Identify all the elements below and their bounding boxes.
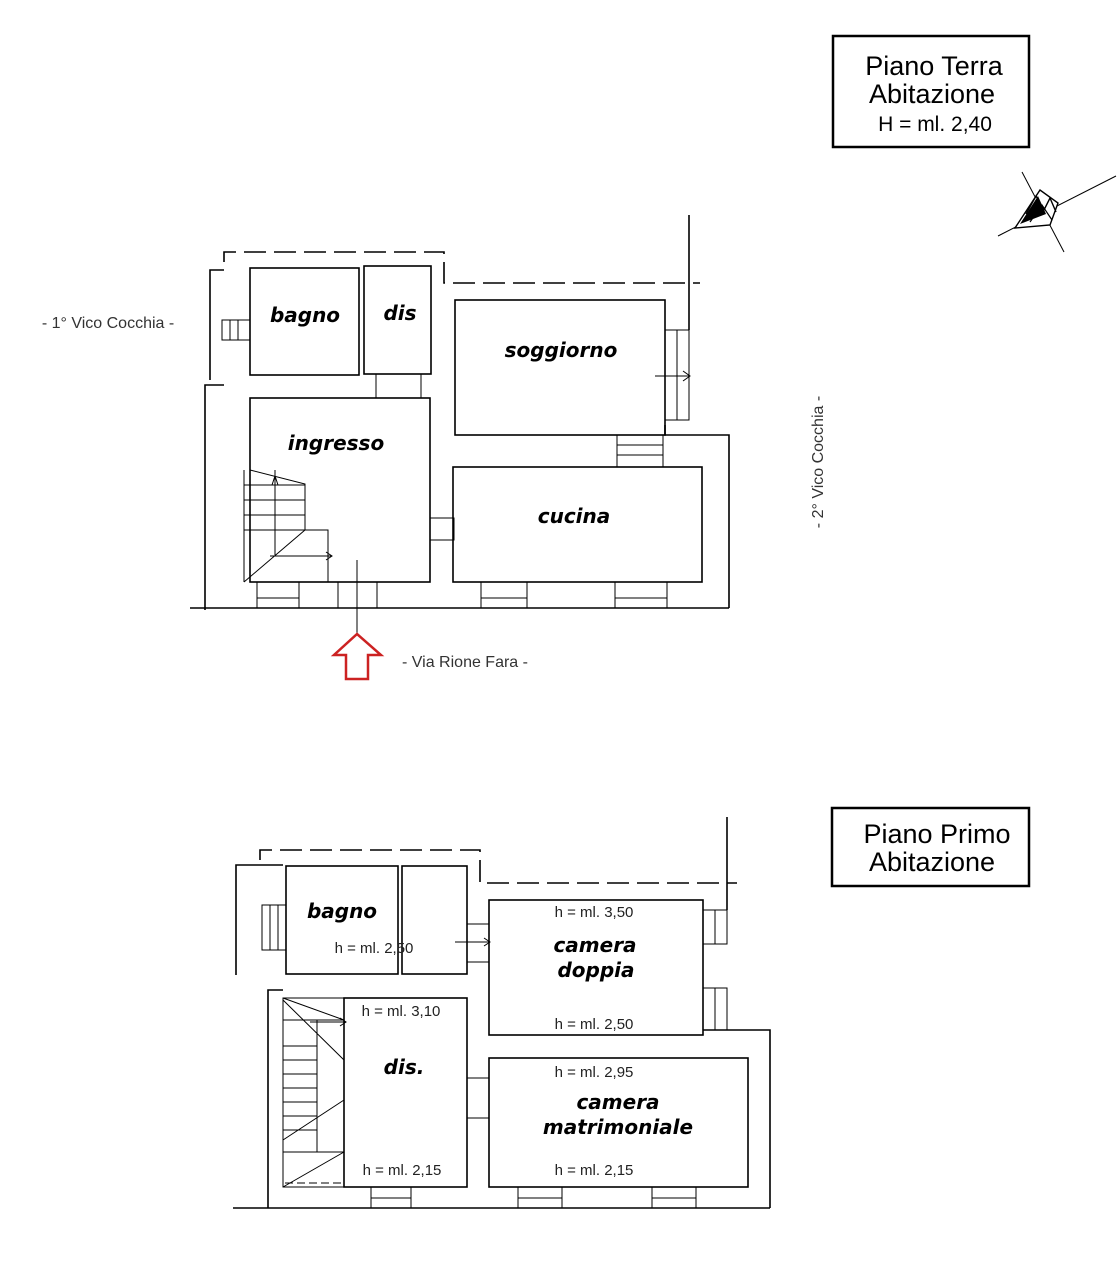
- street-label-via-rione-fara: - Via Rione Fara -: [402, 654, 528, 671]
- room-label-camera-matrimoniale-line1: camera: [576, 1090, 659, 1114]
- street-label-vico-cocchia-1: - 1° Vico Cocchia -: [42, 315, 174, 332]
- room-label-camera-doppia-line2: doppia: [557, 958, 634, 982]
- height-label-matrimoniale-top: h = ml. 2,95: [555, 1064, 634, 1081]
- ground-floor-title: Piano Terra: [865, 51, 1004, 81]
- height-label-camera-doppia-bottom: h = ml. 2,50: [555, 1016, 634, 1033]
- room-label-camera-matrimoniale-line2: matrimoniale: [543, 1115, 693, 1139]
- first-floor-plan: bagno camera doppia dis. camera matrimon…: [233, 817, 771, 1209]
- ground-floor-plan: bagno dis soggiorno ingresso cucina - 1°…: [42, 215, 827, 681]
- first-floor-subtitle: Abitazione: [869, 847, 995, 877]
- ground-floor-title-box: Piano Terra Abitazione H = ml. 2,40: [831, 34, 1031, 149]
- first-floor-title-box: Piano Primo Abitazione: [830, 806, 1031, 888]
- room-label-dis-ground: dis: [383, 301, 416, 325]
- ground-floor-height-note: H = ml. 2,40: [878, 113, 992, 136]
- entrance-arrow-icon: [330, 632, 385, 681]
- room-label-bagno-ground: bagno: [270, 303, 340, 327]
- height-label-bagno: h = ml. 2,50: [335, 940, 414, 957]
- street-label-vico-cocchia-2: - 2° Vico Cocchia -: [810, 396, 827, 528]
- first-floor-title: Piano Primo: [863, 819, 1010, 849]
- height-label-dis-bottom: h = ml. 2,15: [363, 1162, 442, 1179]
- room-label-cucina: cucina: [538, 504, 611, 528]
- height-label-matrimoniale-bottom: h = ml. 2,15: [555, 1162, 634, 1179]
- room-label-soggiorno: soggiorno: [505, 338, 618, 362]
- room-label-camera-doppia-line1: camera: [553, 933, 636, 957]
- ground-floor-subtitle: Abitazione: [869, 79, 995, 109]
- north-arrow-icon: [997, 171, 1117, 253]
- room-label-ingresso: ingresso: [288, 431, 385, 455]
- room-label-bagno-first: bagno: [307, 899, 377, 923]
- height-label-dis-top: h = ml. 3,10: [362, 1003, 441, 1020]
- room-label-dis-first: dis.: [384, 1055, 425, 1079]
- height-label-camera-doppia-top: h = ml. 3,50: [555, 904, 634, 921]
